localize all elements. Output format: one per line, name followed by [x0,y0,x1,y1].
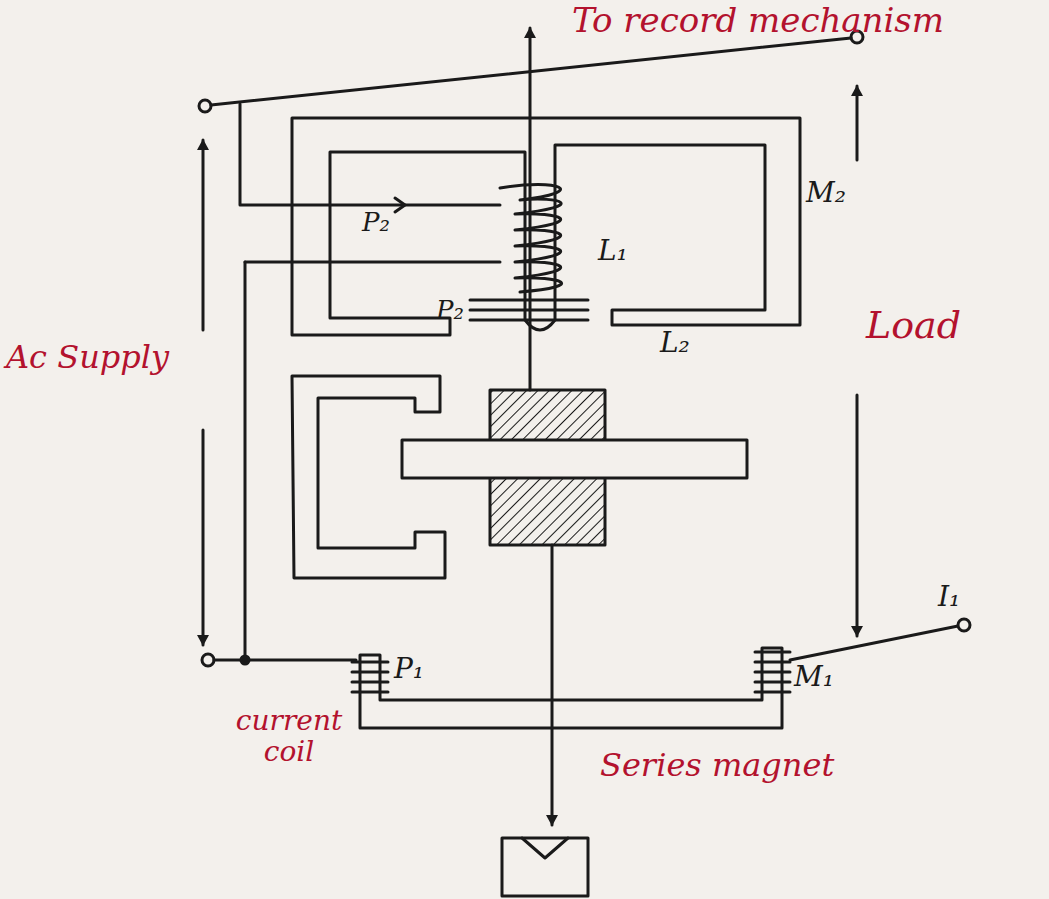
part-label: P₂ [362,208,390,237]
part-label: M₁ [794,662,834,693]
part-label: L₁ [598,236,628,267]
part-label: P₁ [394,654,424,685]
part-label: Ac Supply [6,340,169,375]
part-label: Load [866,305,961,347]
part-label: current coil [214,706,364,768]
part-label: M₂ [806,178,846,209]
part-label: To record mechanism [572,2,944,39]
part-label: P₂ [436,296,464,325]
part-label: I₁ [938,582,960,613]
part-label: L₂ [660,328,690,359]
part-label: Series magnet [600,748,834,783]
